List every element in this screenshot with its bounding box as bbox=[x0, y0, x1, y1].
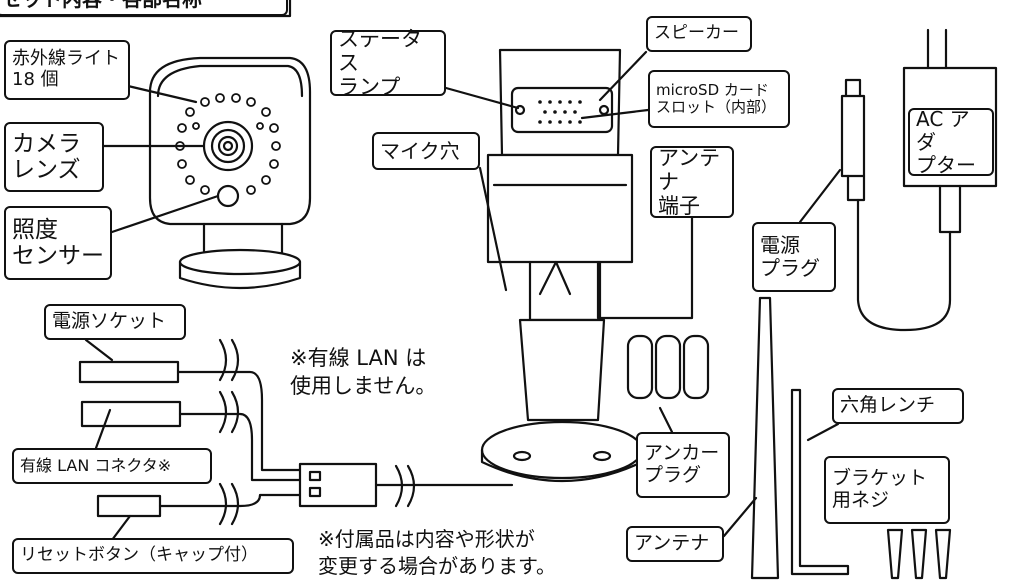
label-ir-light: 赤外線ライト 18 個 bbox=[4, 40, 130, 100]
label-status-lamp: ステータス ランプ bbox=[330, 27, 446, 99]
label-hex-wrench: 六角レンチ bbox=[832, 388, 964, 424]
label-ac-adapter: AC アダ プター bbox=[908, 107, 994, 176]
label-speaker: スピーカー bbox=[646, 16, 752, 52]
label-antenna: アンテナ bbox=[626, 526, 724, 562]
screws-illustration bbox=[886, 528, 952, 580]
label-lan-connector: 有線 LAN コネクタ※ bbox=[12, 448, 212, 484]
hex-wrench-illustration bbox=[790, 388, 850, 576]
label-camera-lens: カメラ レンズ bbox=[4, 122, 104, 192]
label-reset-button: リセットボタン（キャップ付） bbox=[12, 538, 294, 574]
label-light-sensor: 照度 センサー bbox=[4, 206, 112, 280]
antenna-illustration bbox=[750, 296, 780, 580]
label-power-plug: 電源 プラグ bbox=[752, 222, 836, 292]
header-title: セット内容・各部名称 bbox=[0, 0, 288, 16]
label-microsd-slot: microSD カード スロット（内部） bbox=[648, 70, 790, 128]
label-antenna-terminal: アンテナ 端子 bbox=[650, 146, 734, 218]
anchor-plugs-illustration bbox=[626, 334, 710, 400]
label-power-socket: 電源ソケット bbox=[44, 304, 186, 340]
front-camera-illustration bbox=[148, 56, 312, 290]
note-accessories-may-change: ※付属品は内容や形状が 変更する場合があります。 bbox=[318, 527, 556, 578]
ac-adapter-illustration bbox=[840, 28, 998, 332]
bullet-camera-illustration bbox=[480, 48, 644, 483]
label-bracket-screws: ブラケット 用ネジ bbox=[824, 456, 950, 524]
label-mic-hole: マイク穴 bbox=[372, 132, 480, 170]
note-wired-lan-unused: ※有線 LAN は 使用しません。 bbox=[290, 346, 437, 399]
label-anchor-plug: アンカー プラグ bbox=[636, 432, 730, 498]
